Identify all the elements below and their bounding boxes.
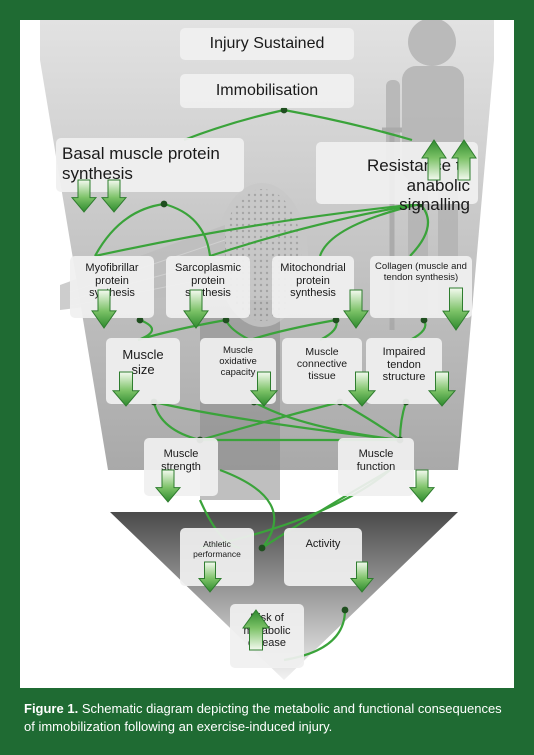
connector-line — [339, 401, 401, 441]
connector-line — [409, 203, 430, 257]
connector-line — [283, 108, 413, 142]
node-mitochondrial: Mitochondrial protein synthesis — [272, 256, 354, 318]
node-tendon-structure: Impaired tendon structure — [366, 338, 442, 404]
figure-frame: Injury Sustained Immobilisation Basal mu… — [20, 20, 514, 688]
node-anabolic-resistance: Resistance to anabolic signalling — [316, 142, 478, 214]
node-label: Athletic performance — [193, 539, 241, 559]
node-label: Mitochondrial protein synthesis — [280, 262, 346, 300]
node-label: Muscle connective tissue — [296, 346, 348, 383]
node-label: Myofibrillar protein synthesis — [85, 262, 139, 300]
connector-line — [94, 202, 421, 258]
connector-line — [152, 401, 201, 442]
connector-node-dot — [332, 316, 340, 324]
connector-node-dot — [160, 200, 168, 208]
connector-line — [253, 401, 401, 442]
node-muscle-size: Muscle size — [106, 338, 180, 404]
node-connective-tissue: Muscle connective tissue — [282, 338, 362, 404]
node-label: Risk of metabolic disease — [243, 612, 291, 650]
node-myofibrillar: Myofibrillar protein synthesis — [70, 256, 154, 318]
node-label: Muscle size — [122, 347, 164, 377]
node-label: Collagen (muscle and tendon synthesis) — [375, 261, 467, 283]
node-collagen: Collagen (muscle and tendon synthesis) — [370, 256, 472, 318]
node-muscle-strength: Muscle strength — [144, 438, 218, 496]
connector-node-dot — [280, 106, 288, 114]
node-activity: Activity — [284, 528, 362, 586]
connector-line — [183, 108, 285, 142]
node-label: Muscle function — [356, 448, 396, 473]
node-metabolic-risk: Risk of metabolic disease — [230, 604, 304, 668]
connector-line — [163, 202, 212, 257]
connector-line — [94, 202, 165, 257]
caption-text: Schematic diagram depicting the metaboli… — [24, 701, 502, 734]
connector-node-dot — [136, 316, 144, 324]
node-label: Basal muscle protein synthesis — [62, 144, 220, 183]
node-label: Impaired tendon structure — [382, 346, 426, 384]
node-athletic-performance: Athletic performance — [180, 528, 254, 586]
node-sarcoplasmic: Sarcoplasmic protein synthesis — [166, 256, 250, 318]
node-label: Muscle oxidative capacity — [219, 345, 257, 378]
node-label: Activity — [305, 538, 341, 550]
node-label: Sarcoplasmic protein synthesis — [174, 262, 242, 300]
node-injury-sustained: Injury Sustained — [180, 28, 354, 60]
node-label: Muscle strength — [161, 448, 201, 473]
node-label: Immobilisation — [215, 82, 319, 99]
node-basal-mps: Basal muscle protein synthesis — [56, 138, 244, 192]
connector-node-dot — [258, 544, 266, 552]
connector-line — [199, 400, 341, 442]
figure-caption: Figure 1. Schematic diagram depicting th… — [24, 700, 516, 736]
node-immobilisation: Immobilisation — [180, 74, 354, 108]
node-muscle-function: Muscle function — [338, 438, 414, 496]
node-label: Injury Sustained — [209, 35, 325, 52]
node-oxidative-capacity: Muscle oxidative capacity — [200, 338, 276, 404]
caption-label: Figure 1. — [24, 701, 79, 716]
connector-line — [209, 202, 421, 258]
connector-node-dot — [341, 606, 349, 614]
connector-line — [318, 202, 421, 257]
connector-line — [219, 468, 276, 549]
connector-node-dot — [222, 316, 230, 324]
connector-node-dot — [420, 316, 428, 324]
